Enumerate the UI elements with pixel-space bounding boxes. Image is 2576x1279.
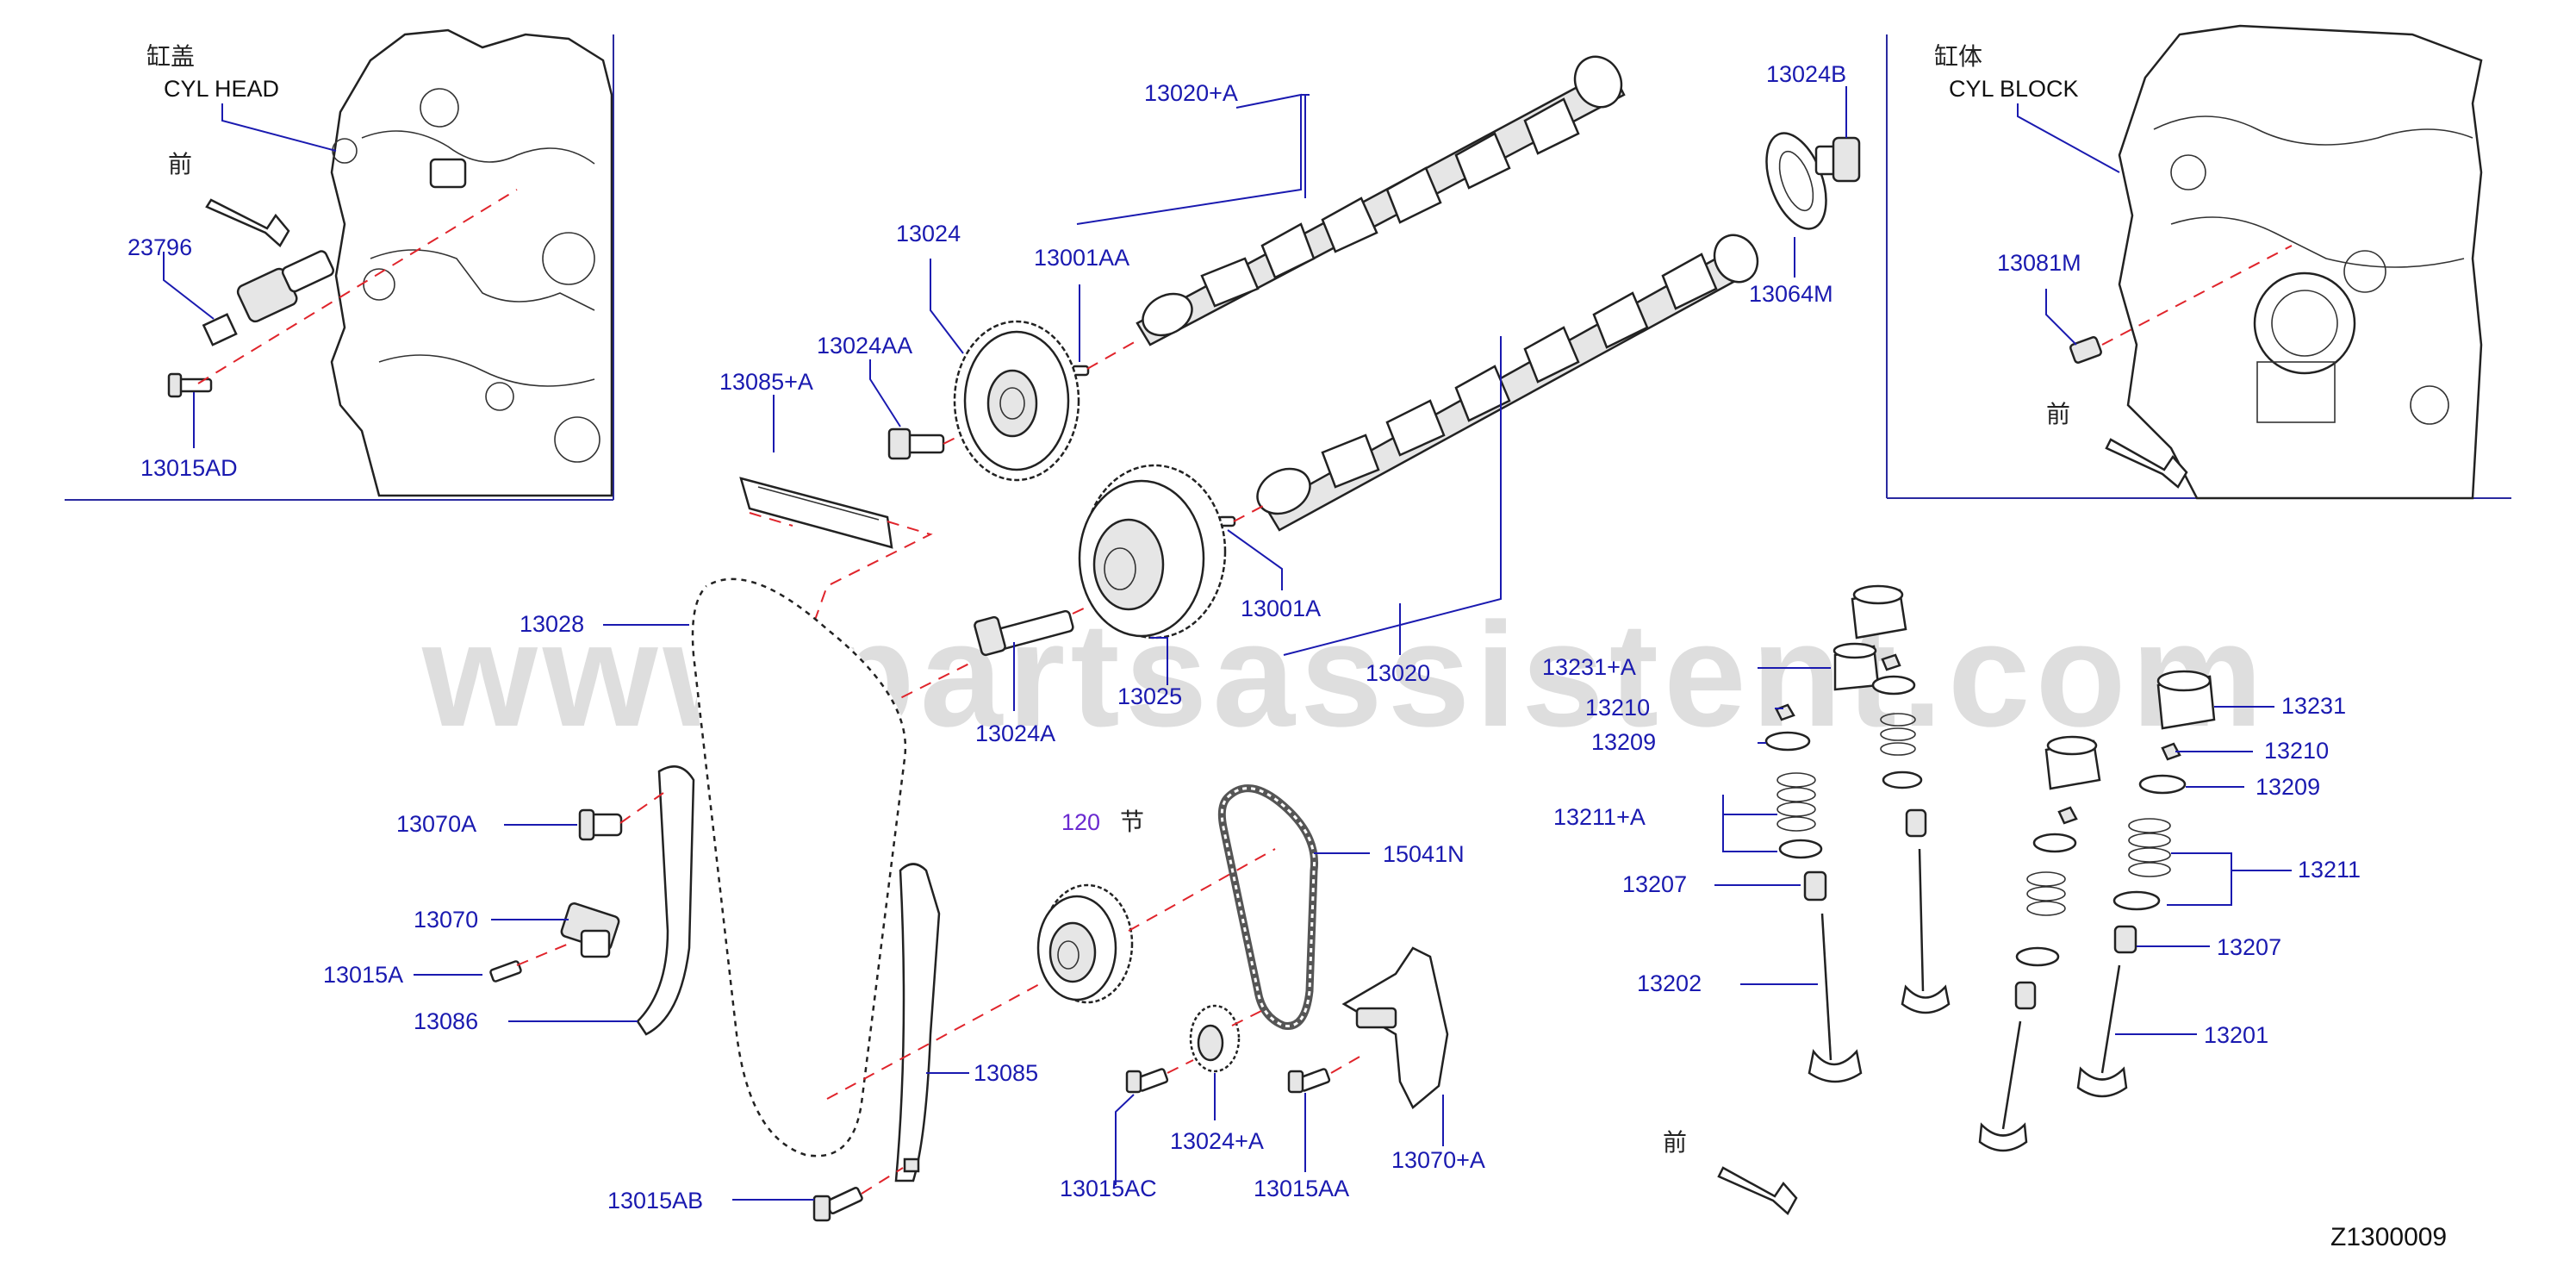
part-label-13070A[interactable]: 13070A	[396, 811, 476, 837]
part-13085-graphic	[894, 863, 941, 1182]
section-label: 节	[1120, 808, 1144, 836]
part-label-13211A[interactable]: 13211+A	[1553, 804, 1646, 830]
part-label-13202[interactable]: 13202	[1637, 970, 1702, 996]
inset-left-title-cn: 缸盖	[146, 42, 195, 71]
part-13024B-graphic	[1814, 136, 1861, 183]
part-label-13207-left[interactable]: 13207	[1622, 871, 1687, 897]
part-label-13209-left[interactable]: 13209	[1591, 729, 1656, 755]
part-label-13024[interactable]: 13024	[896, 221, 961, 246]
part-label-13024A[interactable]: 13024A	[975, 721, 1055, 746]
inset-right-title-en: CYL BLOCK	[1949, 76, 2079, 102]
part-13070A-graphic	[578, 808, 623, 841]
part-label-23796[interactable]: 23796	[128, 234, 192, 260]
part-label-13210-right[interactable]: 13210	[2264, 738, 2329, 764]
inset-cyl-block: 缸体 CYL BLOCK 13081M 前	[1886, 24, 2511, 500]
part-label-13085A[interactable]: 13085+A	[719, 369, 813, 395]
part-label-13015AD[interactable]: 13015AD	[140, 455, 238, 481]
part-label-13211[interactable]: 13211	[2298, 857, 2361, 883]
valve-group-right-graphic	[2076, 670, 2216, 1098]
part-13015AC-graphic	[1125, 1068, 1169, 1094]
part-13015A-graphic	[489, 960, 522, 983]
front-arrow-icon	[1717, 1166, 1798, 1215]
part-label-13231[interactable]: 13231	[2281, 693, 2346, 719]
part-label-13210-left[interactable]: 13210	[1585, 695, 1650, 721]
part-label-13207-right[interactable]: 13207	[2217, 934, 2281, 960]
part-13064M-graphic	[1765, 132, 1827, 230]
camshaft-exhaust-graphic	[1256, 234, 1759, 532]
main-front-cn: 前	[1663, 1128, 1687, 1157]
valve-group-mid-a-graphic	[1851, 584, 1951, 1014]
inset-right-title-cn: 缸体	[1934, 42, 1982, 71]
part-label-13020[interactable]: 13020	[1366, 660, 1430, 686]
part-13015AB-graphic	[812, 1187, 863, 1222]
camshaft-intake-graphic	[1136, 55, 1626, 346]
part-label-13209-right[interactable]: 13209	[2256, 774, 2320, 800]
part-13085A-graphic	[739, 477, 893, 549]
part-13024A-graphic	[974, 609, 1074, 657]
part-label-13015A[interactable]: 13015A	[323, 962, 403, 988]
inset-right-front-cn: 前	[2046, 400, 2070, 428]
valve-group-mid-b-graphic	[1978, 735, 2101, 1152]
part-label-13024A-plus[interactable]: 13024+A	[1170, 1128, 1264, 1154]
diagram-code: Z1300009	[2330, 1223, 2447, 1251]
part-13024AA-graphic	[887, 427, 945, 460]
part-13086-graphic	[636, 765, 695, 1036]
part-label-13015AB[interactable]: 13015AB	[607, 1188, 703, 1213]
part-label-13086[interactable]: 13086	[414, 1008, 478, 1034]
part-label-13064M[interactable]: 13064M	[1749, 281, 1833, 307]
part-13015AD-graphic	[167, 372, 213, 398]
part-label-13028[interactable]: 13028	[520, 611, 584, 637]
front-arrow-icon	[2105, 438, 2188, 489]
part-13070A-plus-graphic	[1341, 946, 1449, 1109]
part-labels: 13020+A 13024 13001AA 13024AA 13085+A 13…	[323, 61, 2361, 1213]
part-label-13231A[interactable]: 13231+A	[1542, 654, 1636, 680]
part-label-13015AC[interactable]: 13015AC	[1060, 1176, 1157, 1201]
inset-left-title-en: CYL HEAD	[164, 76, 279, 102]
part-label-13201[interactable]: 13201	[2204, 1022, 2268, 1048]
part-13028-graphic	[691, 577, 907, 1158]
part-label-13024AA[interactable]: 13024AA	[817, 333, 912, 359]
inset-cyl-head: 缸盖 CYL HEAD 前 23796 13015AD	[65, 28, 614, 501]
part-13025-graphic	[1078, 464, 1227, 640]
part-13070-graphic	[560, 902, 620, 958]
part-label-13015AA[interactable]: 13015AA	[1254, 1176, 1349, 1201]
part-13081M-graphic	[2069, 336, 2102, 364]
part-15041N-graphic	[1217, 784, 1319, 1030]
part-crank-sprocket-graphic	[1036, 883, 1134, 1004]
part-label-13081M[interactable]: 13081M	[1997, 250, 2081, 276]
part-label-13001AA[interactable]: 13001AA	[1034, 245, 1129, 271]
part-label-13070A-plus[interactable]: 13070+A	[1391, 1147, 1485, 1173]
valve-group-left-graphic	[1764, 642, 1880, 1083]
part-23796-graphic	[202, 250, 334, 346]
part-13015AA-graphic	[1287, 1068, 1331, 1094]
part-label-13025[interactable]: 13025	[1117, 683, 1182, 709]
part-label-13085[interactable]: 13085	[974, 1060, 1038, 1086]
section-number[interactable]: 120	[1061, 809, 1100, 835]
part-label-13020A[interactable]: 13020+A	[1144, 80, 1238, 106]
front-arrow-icon	[205, 198, 290, 247]
part-label-13070[interactable]: 13070	[414, 907, 478, 933]
part-13024-graphic	[953, 320, 1080, 482]
part-13024A-small-graphic	[1189, 1004, 1241, 1073]
part-label-13024B[interactable]: 13024B	[1766, 61, 1846, 87]
part-label-15041N[interactable]: 15041N	[1383, 841, 1465, 867]
inset-left-front-cn: 前	[168, 150, 192, 178]
part-label-13001A[interactable]: 13001A	[1241, 596, 1321, 621]
